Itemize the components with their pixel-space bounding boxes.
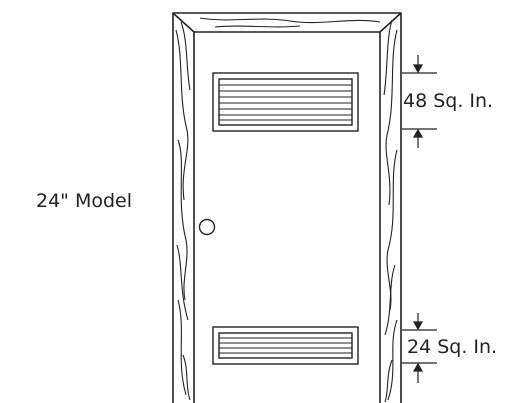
lower-vent-area-label: 24 Sq. In. xyxy=(407,336,498,358)
wood-grain-top xyxy=(199,17,381,28)
upper-dimension xyxy=(402,55,437,148)
upper-vent xyxy=(212,72,359,132)
frame-miter-right xyxy=(379,12,402,33)
wood-grain-right xyxy=(383,19,398,403)
door-knob xyxy=(198,218,216,236)
frame-miter-left xyxy=(172,12,195,33)
frame-outer xyxy=(172,12,402,403)
lower-dimension xyxy=(402,313,437,383)
upper-vent-area-label: 48 Sq. In. xyxy=(403,90,494,112)
lower-vent xyxy=(212,326,359,365)
model-label: 24" Model xyxy=(36,190,133,212)
wood-grain-left xyxy=(175,21,191,401)
frame-inner xyxy=(193,31,381,403)
